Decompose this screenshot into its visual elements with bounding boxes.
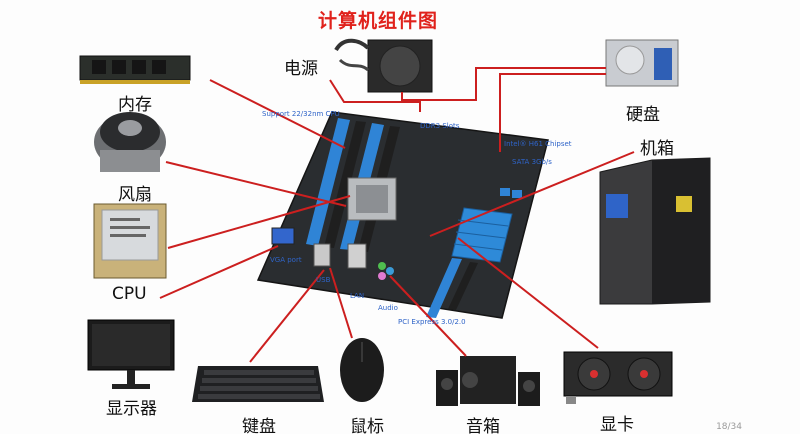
label-monitor: 显示器: [106, 399, 157, 419]
pc-case: [599, 157, 711, 305]
speakers: [436, 356, 540, 406]
annotation-pcie: PCI Express 3.0/2.0: [398, 318, 466, 326]
annotation-ddr3: DDR3 Slots: [420, 122, 460, 130]
label-mouse: 鼠标: [350, 417, 384, 434]
motherboard: [256, 111, 549, 319]
graphics-card: [563, 351, 673, 404]
power-supply: [334, 38, 433, 93]
connector-lines: [159, 67, 635, 363]
cooling-fan: [94, 112, 166, 172]
label-graphics: 显卡: [600, 415, 634, 434]
label-keyboard: 键盘: [242, 417, 276, 434]
keyboard: [192, 366, 324, 402]
label-memory: 内存: [118, 95, 152, 115]
label-psu: 电源: [284, 59, 318, 79]
page-number: 18/34: [716, 422, 742, 432]
annotation-cpu-support: Support 22/32nm CPU: [262, 110, 340, 118]
monitor: [87, 319, 175, 389]
annotation-audio: Audio: [378, 304, 398, 312]
annotation-sata: SATA 3Gb/s: [512, 158, 552, 166]
label-cpu: CPU: [112, 284, 147, 304]
label-case: 机箱: [640, 139, 674, 159]
label-fan: 风扇: [118, 185, 152, 205]
annotation-vga: VGA port: [270, 256, 302, 264]
hard-disk: [605, 39, 679, 87]
annotation-chipset: Intel® H61 Chipset: [504, 140, 572, 148]
label-speaker: 音箱: [466, 417, 500, 434]
annotation-lan: LAN: [350, 292, 365, 300]
memory-module: [79, 55, 191, 84]
cpu-chip: [93, 203, 167, 279]
page-title: 计算机组件图: [318, 10, 439, 32]
mouse: [340, 338, 384, 402]
annotation-usb: USB: [316, 276, 331, 284]
label-hdd: 硬盘: [626, 105, 660, 125]
